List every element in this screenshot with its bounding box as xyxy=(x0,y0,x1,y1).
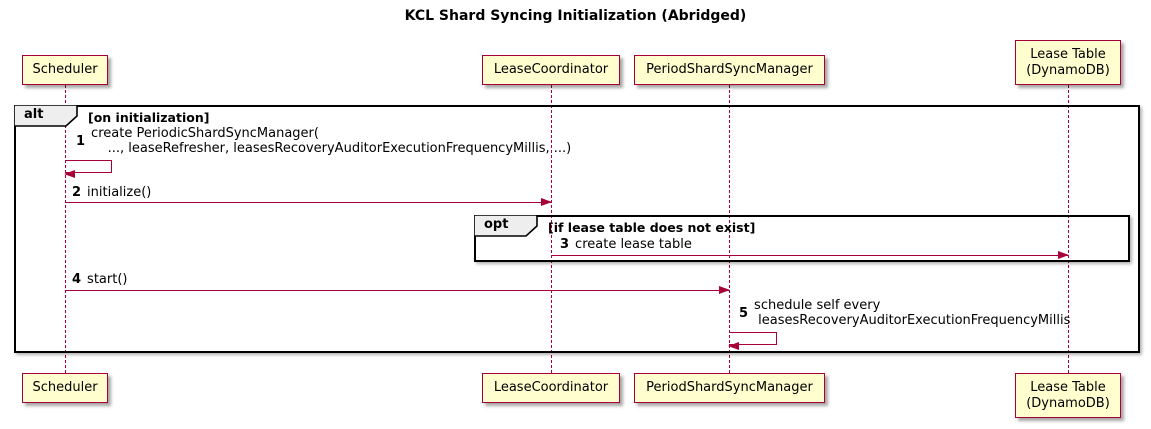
message-5-number: 5 xyxy=(739,305,749,321)
alt-operator-pentagon: alt xyxy=(14,105,80,127)
arrowhead-left-icon xyxy=(64,169,75,178)
participant-scheduler-bottom: Scheduler xyxy=(22,373,108,403)
participant-leasetable-bottom: Lease Table (DynamoDB) xyxy=(1015,373,1121,418)
arrowhead-right-icon xyxy=(1058,250,1069,259)
alt-fragment-frame: alt [on initialization] xyxy=(14,105,1140,353)
opt-operator-pentagon: opt xyxy=(474,215,540,237)
participant-leasecoordinator-top: LeaseCoordinator xyxy=(482,55,620,85)
message-2-number: 2 xyxy=(72,185,82,200)
opt-condition-label: [if lease table does not exist] xyxy=(548,220,756,235)
participant-leasecoordinator-bottom: LeaseCoordinator xyxy=(482,373,620,403)
message-3-text: create lease table xyxy=(575,237,692,252)
message-1-text: create PeriodicShardSyncManager( ..., le… xyxy=(91,126,572,156)
participant-periodshardsyncmanager-top: PeriodShardSyncManager xyxy=(634,55,825,85)
arrowhead-right-icon xyxy=(719,285,730,294)
participant-periodshardsyncmanager-bottom: PeriodShardSyncManager xyxy=(634,373,825,403)
opt-fragment-frame: opt [if lease table does not exist] xyxy=(474,215,1130,262)
message-4-arrow xyxy=(65,285,730,294)
message-2-arrow xyxy=(65,197,552,206)
message-2: 2 initialize() xyxy=(72,185,151,200)
message-3-arrow xyxy=(551,250,1069,259)
arrowhead-left-icon xyxy=(728,341,739,350)
message-2-text: initialize() xyxy=(87,185,152,200)
message-3-number: 3 xyxy=(560,237,570,252)
message-1-self-arrow xyxy=(64,160,112,178)
diagram-title: KCL Shard Syncing Initialization (Abridg… xyxy=(404,8,747,24)
lifeline-scheduler xyxy=(65,85,66,373)
lifeline-leasecoordinator xyxy=(551,85,552,373)
alt-condition-label: [on initialization] xyxy=(88,110,210,125)
message-4: 4 start() xyxy=(72,272,127,287)
participant-leasetable-top: Lease Table (DynamoDB) xyxy=(1015,40,1121,85)
message-4-text: start() xyxy=(87,272,128,287)
message-5: 5 schedule self every leasesRecoveryAudi… xyxy=(739,298,1070,328)
message-4-number: 4 xyxy=(72,272,82,287)
participant-scheduler-top: Scheduler xyxy=(22,55,108,85)
lifeline-periodshardsyncmanager xyxy=(729,85,730,373)
alt-operator-label: alt xyxy=(24,107,44,122)
lifeline-leasetable xyxy=(1068,85,1069,373)
opt-operator-label: opt xyxy=(484,217,509,232)
message-3: 3 create lease table xyxy=(560,237,692,252)
message-1: 1 create PeriodicShardSyncManager( ..., … xyxy=(76,126,571,156)
arrowhead-right-icon xyxy=(541,197,552,206)
message-1-number: 1 xyxy=(76,133,86,149)
message-5-text: schedule self every leasesRecoveryAudito… xyxy=(754,298,1071,328)
message-5-self-arrow xyxy=(728,332,777,350)
